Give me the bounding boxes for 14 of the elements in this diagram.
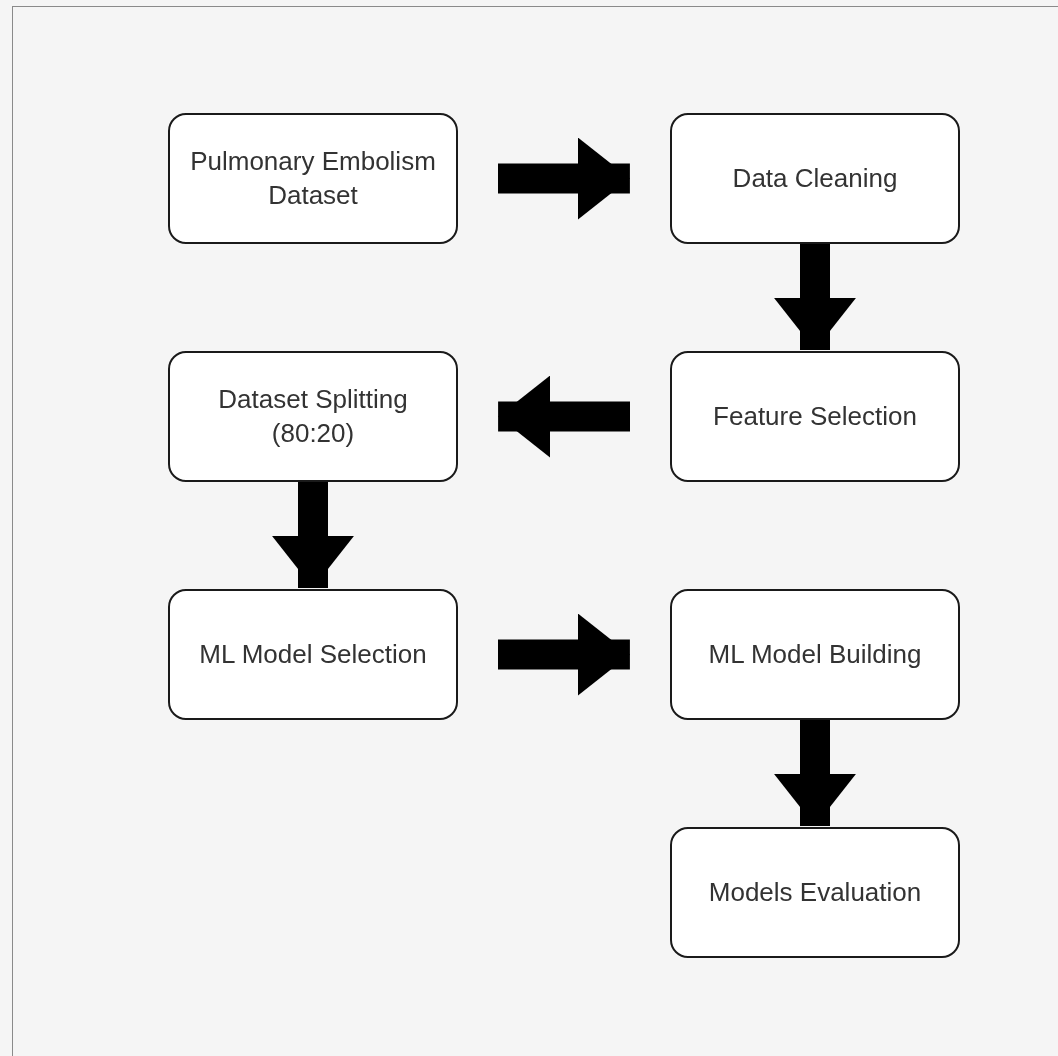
process-box [670,589,960,720]
process-box [168,589,458,720]
box-label: Feature Selection [713,399,917,433]
box-label: Models Evaluation [708,875,922,909]
process-box [670,113,960,244]
box-label: ML Model Selection [199,637,427,671]
process-box [670,827,960,958]
process-box [168,113,458,244]
box-label: Dataset Splitting (80:20) [217,382,409,450]
box-label: Pulmonary Embolism Dataset [189,144,437,212]
process-box [168,351,458,482]
box-label: Data Cleaning [732,161,898,195]
box-label: ML Model Building [708,637,922,671]
process-box [670,351,960,482]
